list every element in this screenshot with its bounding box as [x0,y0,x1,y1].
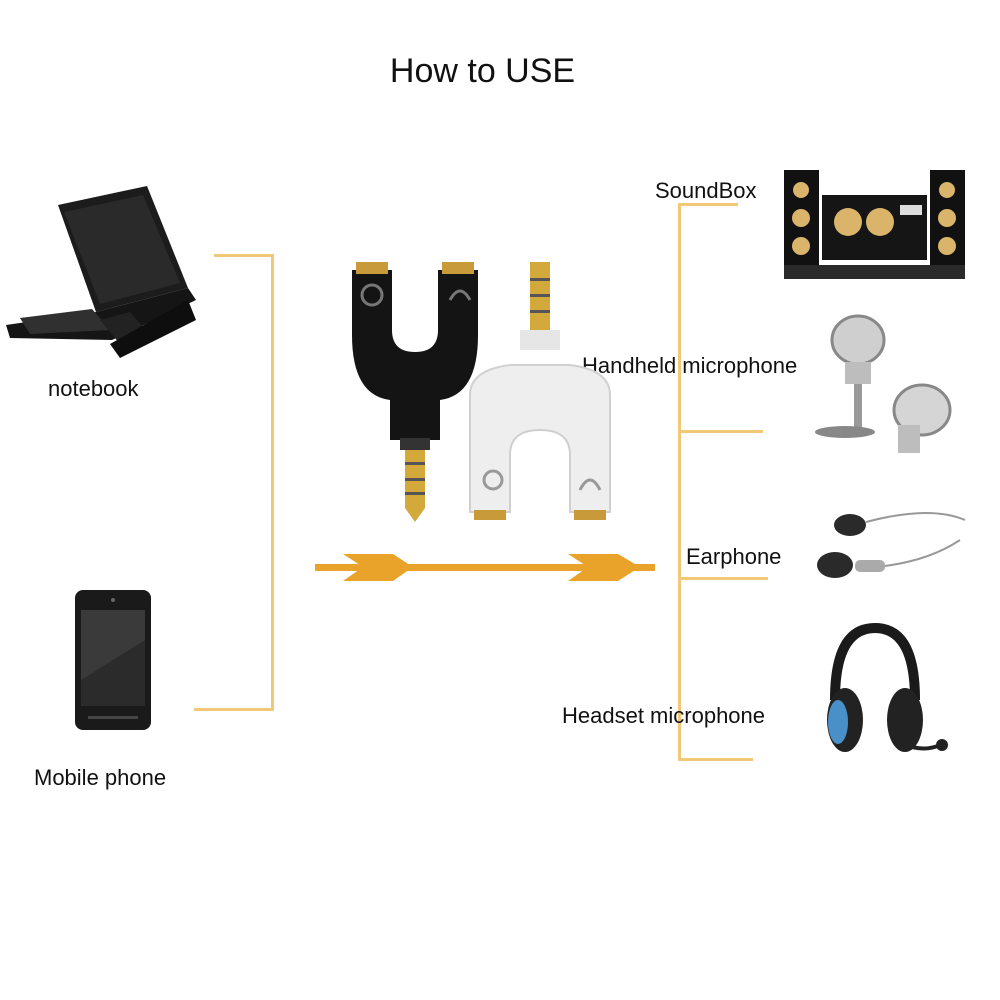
mobile-phone-label: Mobile phone [34,765,167,790]
connector-line-notebook [214,254,274,257]
connector-line-left-vertical [271,254,274,709]
notebook-label: notebook [48,376,139,401]
soundbox-icon [784,170,965,279]
page-title: How to USE [389,52,576,90]
handheld-microphone-icon [815,314,952,453]
signal-arrow [315,554,655,581]
headset-microphone-label: Headset microphone [562,703,766,728]
connector-line-soundbox [678,203,738,206]
connector-line-handheld [678,430,763,433]
handheld-microphone-label: Handheld microphone [582,353,798,378]
connector-line-right-vertical [678,203,681,760]
laptop-icon [6,186,196,358]
earphone-label: Earphone [686,544,782,569]
connector-line-headset [678,758,753,761]
mobile-phone-icon [75,590,151,730]
y-splitter-adapter-icon [352,262,611,522]
headset-icon [827,622,948,752]
connector-line-mobile [194,708,274,711]
earphone-icon [817,511,966,578]
soundbox-label: SoundBox [655,178,757,203]
connector-line-earphone [678,577,768,580]
